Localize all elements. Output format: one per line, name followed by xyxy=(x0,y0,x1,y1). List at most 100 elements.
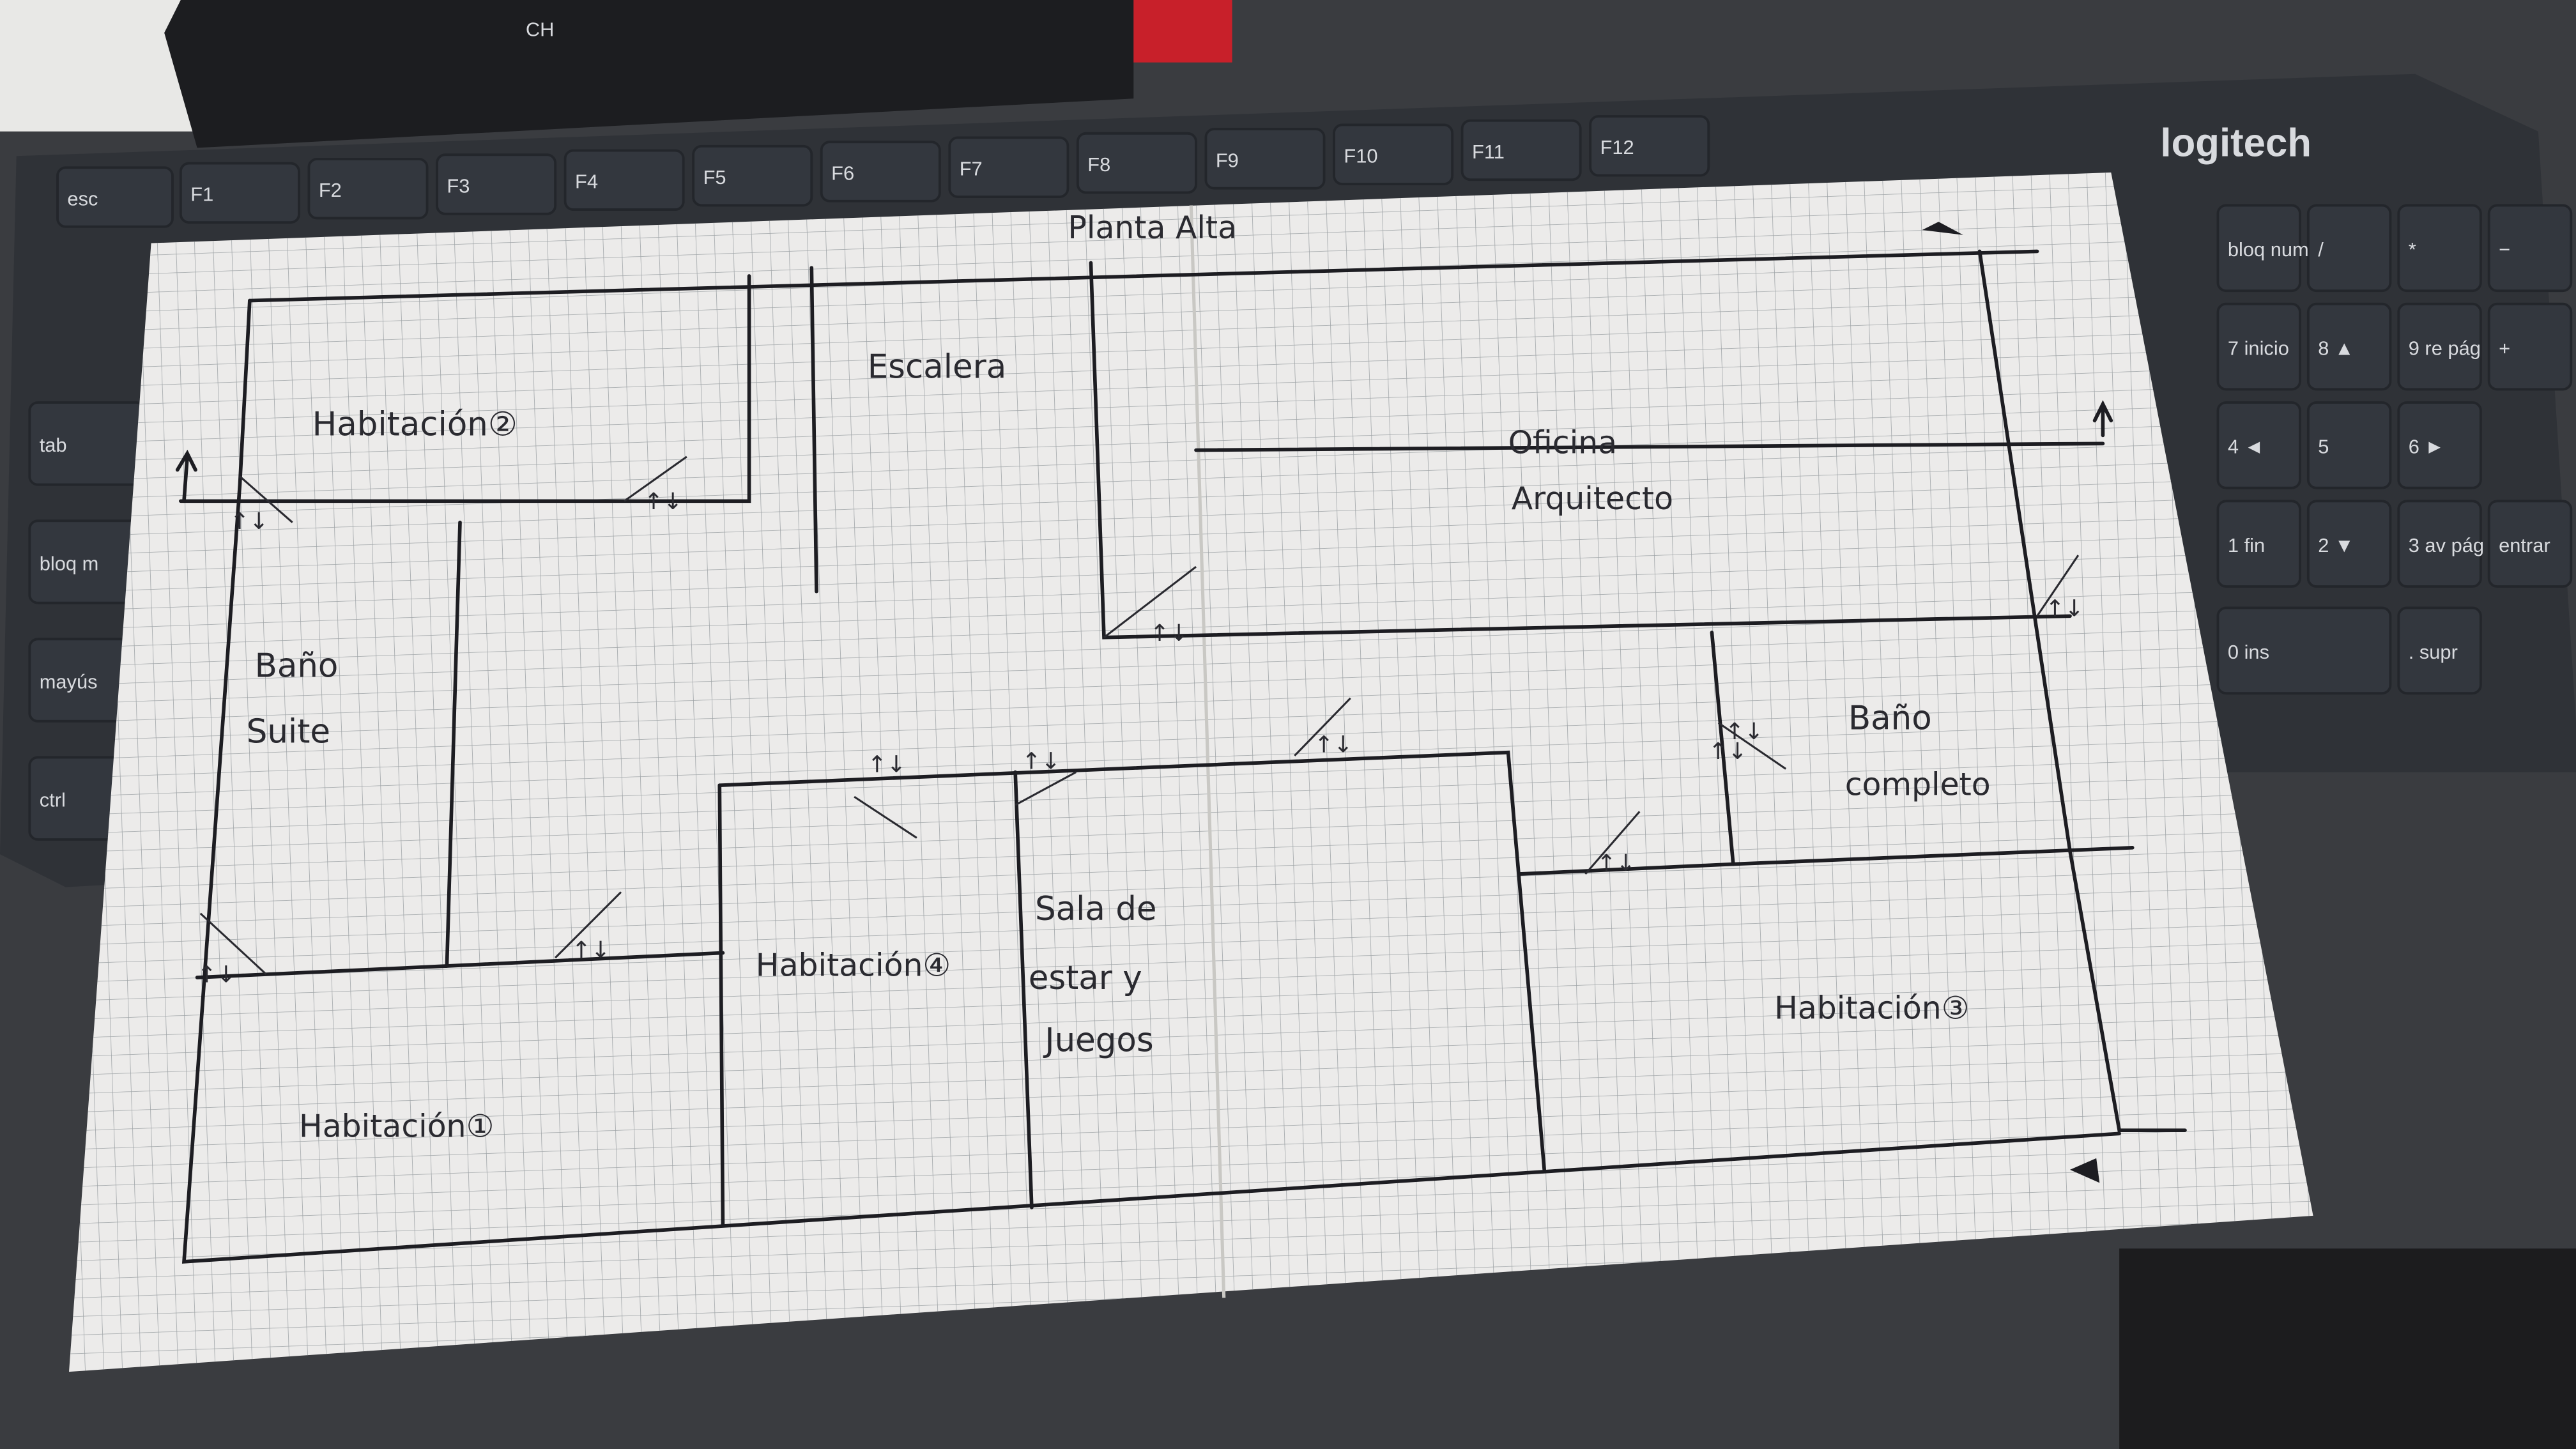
key-f10-label: F10 xyxy=(1344,145,1377,167)
room-escalera: Escalera xyxy=(868,348,1007,386)
numpad-key-0-label: bloq num xyxy=(2228,238,2309,261)
key-f8[interactable] xyxy=(1076,132,1197,194)
arrow-left-icon xyxy=(1922,222,1963,235)
room-labels: Habitación② Escalera Oficina Arquitecto … xyxy=(247,348,1991,1144)
numpad-key-0[interactable] xyxy=(2216,204,2301,293)
numpad-key-5[interactable] xyxy=(2306,302,2392,391)
key-f3[interactable] xyxy=(436,153,557,215)
remote-ch-label: CH xyxy=(526,19,555,41)
room-habitacion-2: Habitación② xyxy=(312,405,518,443)
door-arrow-icon: ↑↓ xyxy=(1708,739,1747,765)
numpad-key-15-label: 0 ins xyxy=(2228,641,2269,663)
key-f9[interactable] xyxy=(1204,128,1326,190)
numpad-key-15[interactable] xyxy=(2216,606,2392,695)
numpad-key-12-label: 2 ▼ xyxy=(2318,534,2354,556)
room-sala-2: estar y xyxy=(1029,959,1142,997)
key-f1[interactable] xyxy=(179,162,300,224)
key-f10[interactable] xyxy=(1333,123,1454,185)
numpad-key-14[interactable] xyxy=(2487,500,2573,588)
plan-title: Planta Alta xyxy=(1068,210,1237,246)
key-f11-label: F11 xyxy=(1472,141,1505,163)
key-f5[interactable] xyxy=(692,144,813,207)
logitech-logo: logitech xyxy=(2160,121,2312,165)
key-left-0-label: tab xyxy=(40,434,67,456)
numpad-key-16-label: . supr xyxy=(2409,641,2458,663)
dark-corner xyxy=(2119,1248,2576,1449)
key-f1-label: F1 xyxy=(190,183,213,206)
door-arrow-icon: ↑↓ xyxy=(2045,595,2083,622)
door-arrow-icon: ↑↓ xyxy=(1022,748,1060,774)
key-f7[interactable] xyxy=(948,136,1070,198)
numpad-key-9-label: 5 xyxy=(2318,436,2329,458)
door-arrow-icon: ↑↓ xyxy=(868,752,906,778)
room-bano-suite: Baño xyxy=(255,647,339,685)
door-arrow-icon: ↑↓ xyxy=(1314,732,1353,758)
numpad-key-6[interactable] xyxy=(2397,302,2482,391)
numpad-key-11[interactable] xyxy=(2216,500,2301,588)
key-f9-label: F9 xyxy=(1216,149,1239,171)
numpad-key-8[interactable] xyxy=(2216,401,2301,489)
numpad-key-4[interactable] xyxy=(2216,302,2301,391)
arrow-left-icon xyxy=(2070,1158,2100,1183)
numpad-key-10[interactable] xyxy=(2397,401,2482,489)
key-left-1-label: bloq m xyxy=(40,552,99,574)
numpad-key-8-label: 4 ◄ xyxy=(2228,436,2264,458)
door-arrow-icon: ↑↓ xyxy=(1150,620,1188,647)
numpad-key-1[interactable] xyxy=(2306,204,2392,293)
door-arrow-icon: ↑↓ xyxy=(1597,850,1635,877)
numpad-key-13[interactable] xyxy=(2397,500,2482,588)
door-swings: ↑↓↑↓↑↓↑↓↑↓↑↓↑↓↑↓↑↓↑↓↑↓↑↓ xyxy=(197,456,2084,988)
door-arrow-icon: ↑↓ xyxy=(644,489,682,515)
key-f2-label: F2 xyxy=(319,179,342,201)
numpad-key-7-label: + xyxy=(2499,337,2510,359)
door-arrow-icon: ↑↓ xyxy=(230,509,268,535)
key-f6[interactable] xyxy=(820,141,941,203)
red-tag xyxy=(1133,0,1232,63)
numpad-key-5-label: 8 ▲ xyxy=(2318,337,2354,359)
key-esc[interactable] xyxy=(56,166,174,228)
key-f12[interactable] xyxy=(1589,115,1710,177)
numpad-key-12[interactable] xyxy=(2306,500,2392,588)
key-f6-label: F6 xyxy=(831,162,854,184)
key-esc-label: esc xyxy=(67,187,98,210)
key-f7-label: F7 xyxy=(960,158,983,180)
numpad-key-2[interactable] xyxy=(2397,204,2482,293)
paper-fold xyxy=(1189,205,1226,1298)
room-sala-3: Juegos xyxy=(1043,1022,1153,1060)
numpad-key-16[interactable] xyxy=(2397,606,2482,695)
graph-paper xyxy=(69,172,2313,1372)
key-left-3-label: ctrl xyxy=(40,789,66,811)
numpad-key-11-label: 1 fin xyxy=(2228,534,2265,556)
numpad-key-3-label: − xyxy=(2499,238,2510,261)
numpad-key-14-label: entrar xyxy=(2499,534,2550,556)
numpad-key-7[interactable] xyxy=(2487,302,2573,391)
door-arrow-icon: ↑↓ xyxy=(1725,719,1763,745)
numpad-key-9[interactable] xyxy=(2306,401,2392,489)
key-f2[interactable] xyxy=(307,157,429,220)
key-f3-label: F3 xyxy=(447,174,470,197)
room-bano-suite-2: Suite xyxy=(247,712,330,751)
plan-walls xyxy=(179,249,2187,1264)
numpad-key-2-label: * xyxy=(2409,238,2416,261)
numpad-key-1-label: / xyxy=(2318,238,2324,261)
key-f4[interactable] xyxy=(564,149,685,211)
door-arrow-icon: ↑↓ xyxy=(197,962,236,988)
room-habitacion-3: Habitación③ xyxy=(1774,990,1969,1026)
key-f8-label: F8 xyxy=(1087,153,1110,176)
room-bano-completo: Baño xyxy=(1848,700,1932,738)
room-habitacion-1: Habitación① xyxy=(299,1108,494,1144)
room-sala-1: Sala de xyxy=(1035,890,1157,928)
key-f11[interactable] xyxy=(1460,119,1582,181)
arrow-up-icon xyxy=(2092,400,2113,438)
numpad-key-13-label: 3 av pág xyxy=(2409,534,2484,556)
key-f5-label: F5 xyxy=(703,166,726,188)
arrow-up-icon xyxy=(175,449,197,503)
key-f4-label: F4 xyxy=(575,171,598,193)
door-arrow-icon: ↑↓ xyxy=(572,937,610,963)
arrows xyxy=(175,222,2113,1183)
numpad-key-4-label: 7 inicio xyxy=(2228,337,2289,359)
numpad-key-3[interactable] xyxy=(2487,204,2573,293)
numpad-key-10-label: 6 ► xyxy=(2409,436,2444,458)
